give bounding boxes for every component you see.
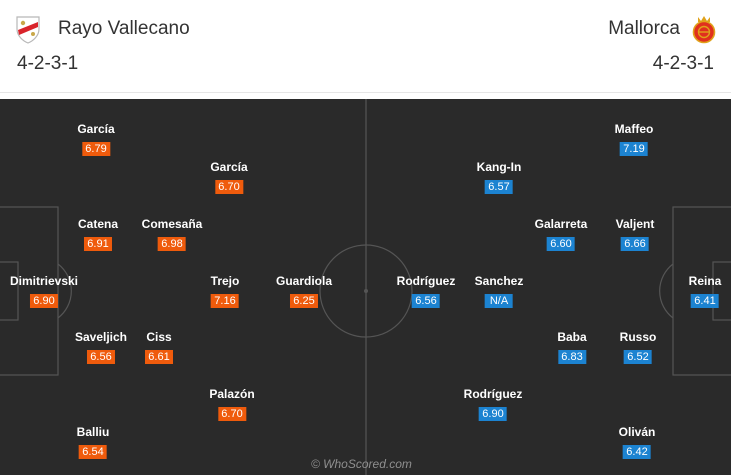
- player-name: Maffeo: [614, 122, 654, 136]
- player-rating-badge: 6.90: [478, 407, 507, 421]
- player-rating-badge: 7.19: [619, 142, 648, 156]
- player-name: Sanchez: [474, 274, 524, 288]
- match-header: Rayo Vallecano 4-2-3-1 Mallorca 4-2-3-1: [0, 0, 731, 92]
- player-rating-badge: 6.42: [623, 445, 651, 459]
- player-rating-badge: 6.90: [29, 294, 58, 308]
- player-rating-badge: 6.60: [546, 237, 575, 251]
- player-rating-badge: 6.61: [145, 350, 173, 364]
- home-player[interactable]: Balliu 6.54: [76, 425, 110, 460]
- home-player[interactable]: Comesaña 6.98: [141, 217, 203, 252]
- player-name: Baba: [557, 330, 587, 344]
- player-rating-badge: 6.79: [81, 142, 110, 156]
- away-player[interactable]: Galarreta 6.60: [534, 217, 588, 252]
- player-rating-badge: 7.16: [211, 294, 239, 308]
- player-name: Palazón: [209, 387, 255, 401]
- player-name: Valjent: [615, 217, 655, 231]
- player-name: Rodríguez: [396, 274, 456, 288]
- away-player[interactable]: Baba 6.83: [557, 330, 587, 365]
- player-name: Catena: [77, 217, 119, 231]
- rayo-vallecano-crest-icon: [16, 16, 40, 44]
- home-team-name[interactable]: Rayo Vallecano: [58, 18, 190, 39]
- player-rating-badge: 6.56: [411, 294, 440, 308]
- player-name: Ciss: [146, 330, 172, 344]
- player-name: Reina: [688, 274, 722, 288]
- player-rating-badge: 6.70: [214, 180, 243, 194]
- away-player[interactable]: Russo 6.52: [619, 330, 657, 365]
- player-name: Russo: [619, 330, 657, 344]
- player-name: Galarreta: [534, 217, 588, 231]
- player-rating-badge: N/A: [485, 294, 513, 308]
- player-rating-badge: 6.66: [621, 237, 649, 251]
- home-player[interactable]: Dimitrievski 6.90: [10, 274, 78, 309]
- away-player[interactable]: Maffeo 7.19: [614, 122, 654, 157]
- away-player[interactable]: Reina 6.41: [688, 274, 722, 309]
- player-name: García: [77, 122, 115, 136]
- player-rating-badge: 6.98: [157, 237, 186, 251]
- player-name: Saveljich: [74, 330, 128, 344]
- away-formation: 4-2-3-1: [652, 53, 714, 74]
- home-formation: 4-2-3-1: [17, 53, 79, 74]
- player-name: Rodríguez: [463, 387, 523, 401]
- away-player[interactable]: Rodríguez 6.90: [463, 387, 523, 422]
- player-rating-badge: 6.52: [624, 350, 652, 364]
- away-player[interactable]: Kang-In 6.57: [476, 160, 522, 195]
- away-player[interactable]: Rodríguez 6.56: [396, 274, 456, 309]
- header-divider: [0, 92, 731, 93]
- player-name: Balliu: [76, 425, 110, 439]
- mallorca-crest-icon: [692, 16, 716, 44]
- home-player[interactable]: Palazón 6.70: [209, 387, 255, 422]
- home-player[interactable]: García 6.70: [210, 160, 248, 195]
- pitch-markings: [0, 99, 731, 475]
- home-player[interactable]: García 6.79: [77, 122, 115, 157]
- player-rating-badge: 6.91: [83, 237, 112, 251]
- home-player[interactable]: Trejo 7.16: [210, 274, 240, 309]
- away-team-name[interactable]: Mallorca: [608, 18, 680, 39]
- away-player[interactable]: Valjent 6.66: [615, 217, 655, 252]
- player-rating-badge: 6.54: [78, 445, 107, 459]
- player-name: García: [210, 160, 248, 174]
- player-rating-badge: 6.70: [217, 407, 246, 421]
- player-name: Oliván: [618, 425, 656, 439]
- player-rating-badge: 6.25: [289, 294, 318, 308]
- home-player[interactable]: Catena 6.91: [78, 217, 118, 252]
- player-rating-badge: 6.56: [87, 350, 115, 364]
- player-rating-badge: 6.83: [558, 350, 586, 364]
- player-rating-badge: 6.41: [691, 294, 719, 308]
- whoscored-watermark: © WhoScored.com: [311, 457, 412, 471]
- home-player[interactable]: Ciss 6.61: [145, 330, 173, 365]
- pitch: García 6.79 García 6.70 Catena 6.91 Come…: [0, 99, 731, 475]
- player-rating-badge: 6.57: [484, 180, 513, 194]
- home-player[interactable]: Saveljich 6.56: [75, 330, 127, 365]
- away-player[interactable]: Oliván 6.42: [618, 425, 656, 460]
- home-player[interactable]: Guardiola 6.25: [276, 274, 332, 309]
- player-name: Comesaña: [141, 217, 203, 231]
- player-name: Dimitrievski: [9, 274, 79, 288]
- away-player[interactable]: Sanchez N/A: [474, 274, 524, 309]
- player-name: Trejo: [210, 274, 240, 288]
- player-name: Guardiola: [275, 274, 333, 288]
- player-name: Kang-In: [476, 160, 522, 174]
